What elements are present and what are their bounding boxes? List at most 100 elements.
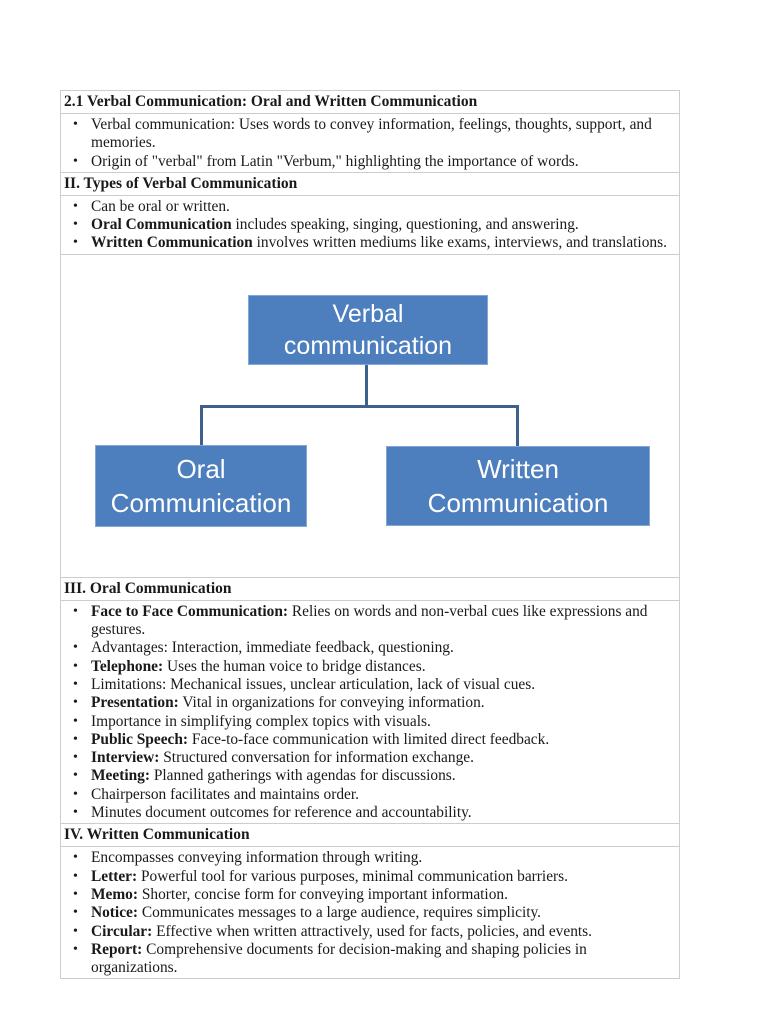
bullet-text: Comprehensive documents for decision-mak…: [91, 940, 587, 977]
bullet-lead: Circular:: [91, 922, 153, 940]
bullet-lead: Oral Communication: [91, 216, 232, 234]
section-header-iv: IV. Written Communication: [61, 824, 679, 848]
bullet-icon: •: [73, 750, 78, 766]
bullet-icon: •: [73, 786, 78, 802]
bullet-text: Importance in simplifying complex topics…: [91, 712, 431, 730]
section-header-text: II. Types of Verbal Communication: [64, 174, 298, 192]
section-header-iii: III. Oral Communication: [61, 578, 679, 601]
bullet-text: Can be oral or written.: [91, 197, 230, 215]
bullet-lead: Report:: [91, 940, 143, 958]
bullet-text: Advantages: Interaction, immediate feedb…: [91, 639, 454, 657]
section-header-2-1: 2.1 Verbal Communication: Oral and Writt…: [61, 91, 679, 114]
bullet-list-verbal-intro: • Verbal communication: Uses words to co…: [61, 114, 679, 173]
section-header-text: III. Oral Communication: [64, 579, 232, 597]
diagram-root-box: Verbal communication: [248, 294, 488, 365]
list-item: • Written Communication involves written…: [61, 234, 679, 252]
list-item: • Limitations: Mechanical issues, unclea…: [61, 676, 679, 694]
list-item: • Advantages: Interaction, immediate fee…: [61, 639, 679, 657]
diagram-canvas: Verbal communication Oral Communication …: [61, 254, 679, 578]
list-item: • Encompasses conveying information thro…: [61, 849, 679, 867]
bullet-icon: •: [73, 676, 78, 692]
bullet-text: Planned gatherings with agendas for disc…: [149, 767, 456, 785]
bullet-icon: •: [73, 886, 78, 902]
bullet-icon: •: [73, 603, 78, 619]
bullet-list-types: • Can be oral or written. • Oral Communi…: [61, 196, 679, 255]
bullet-text: Effective when written attractively, use…: [152, 922, 593, 940]
bullet-text: includes speaking, singing, questioning,…: [231, 216, 579, 234]
bullet-icon: •: [73, 923, 78, 939]
bullet-text: Minutes document outcomes for reference …: [91, 804, 472, 822]
bullet-icon: •: [73, 217, 78, 233]
list-item: • Oral Communication includes speaking, …: [61, 216, 679, 234]
list-item: • Memo: Shorter, concise form for convey…: [61, 886, 679, 904]
list-item: • Importance in simplifying complex topi…: [61, 713, 679, 731]
bullet-lead: Meeting:: [91, 767, 150, 785]
bullet-text: involves written mediums like exams, int…: [252, 234, 667, 252]
bullet-list-written: • Encompasses conveying information thro…: [61, 847, 679, 978]
bullet-list-oral: • Face to Face Communication: Relies on …: [61, 601, 679, 825]
list-item: • Meeting: Planned gatherings with agend…: [61, 767, 679, 785]
list-item: • Can be oral or written.: [61, 198, 679, 216]
bullet-lead: Memo:: [91, 885, 138, 903]
bullet-lead: Written Communication: [91, 234, 253, 252]
bullet-text: Communicates messages to a large audienc…: [138, 904, 542, 922]
bullet-icon: •: [73, 198, 78, 214]
bullet-icon: •: [73, 805, 78, 821]
diagram-connector-right-drop: [516, 404, 519, 446]
bullet-icon: •: [73, 905, 78, 921]
bullet-lead: Notice:: [91, 904, 138, 922]
bullet-icon: •: [73, 941, 78, 957]
diagram-oral-box: Oral Communication: [95, 444, 307, 527]
bullet-text: Uses the human voice to bridge distances…: [163, 657, 426, 675]
bullet-icon: •: [73, 235, 78, 251]
document-table: 2.1 Verbal Communication: Oral and Writt…: [60, 90, 680, 980]
list-item: • Telephone: Uses the human voice to bri…: [61, 658, 679, 676]
bullet-lead: Interview:: [91, 749, 160, 767]
bullet-text: Powerful tool for various purposes, mini…: [137, 867, 568, 885]
bullet-icon: •: [73, 153, 78, 169]
bullet-text: Encompasses conveying information throug…: [91, 849, 423, 867]
diagram-connector-left-drop: [200, 404, 203, 445]
list-item: • Circular: Effective when written attra…: [61, 923, 679, 941]
diagram-connector-stub: [365, 364, 368, 405]
bullet-lead: Presentation:: [91, 694, 179, 712]
bullet-text: Chairperson facilitates and maintains or…: [91, 785, 359, 803]
list-item: • Verbal communication: Uses words to co…: [61, 116, 679, 153]
bullet-text: Relies on words and non-verbal cues like…: [91, 602, 648, 639]
list-item: • Report: Comprehensive documents for de…: [61, 941, 679, 978]
bullet-text: Structured conversation for information …: [159, 749, 474, 767]
diagram-oral-label: Oral Communication: [110, 453, 292, 518]
bullet-icon: •: [73, 868, 78, 884]
bullet-lead: Public Speech:: [91, 730, 189, 748]
bullet-icon: •: [73, 768, 78, 784]
bullet-text: Vital in organizations for conveying inf…: [178, 694, 485, 712]
bullet-icon: •: [73, 640, 78, 656]
bullet-text: Face-to-face communication with limited …: [188, 730, 550, 748]
bullet-text: Origin of "verbal" from Latin "Verbum," …: [91, 152, 579, 170]
bullet-lead: Telephone:: [91, 657, 164, 675]
bullet-text: Shorter, concise form for conveying impo…: [138, 885, 508, 903]
section-header-text: IV. Written Communication: [64, 826, 250, 844]
bullet-icon: •: [73, 117, 78, 132]
diagram-root-label: Verbal communication: [283, 299, 453, 360]
bullet-lead: Letter:: [91, 867, 138, 885]
list-item: • Interview: Structured conversation for…: [61, 749, 679, 767]
bullet-icon: •: [73, 850, 78, 866]
diagram-written-label: Written Communication: [427, 453, 609, 518]
section-header-ii: II. Types of Verbal Communication: [61, 173, 679, 196]
bullet-icon: •: [73, 695, 78, 711]
list-item: • Letter: Powerful tool for various purp…: [61, 868, 679, 886]
list-item: • Origin of "verbal" from Latin "Verbum,…: [61, 153, 679, 171]
diagram-written-box: Written Communication: [386, 445, 650, 526]
bullet-icon: •: [73, 658, 78, 674]
list-item: • Public Speech: Face-to-face communicat…: [61, 731, 679, 749]
bullet-text: Verbal communication: Uses words to conv…: [91, 116, 652, 152]
bullet-text: Limitations: Mechanical issues, unclear …: [91, 675, 536, 693]
list-item: • Face to Face Communication: Relies on …: [61, 603, 679, 640]
bullet-icon: •: [73, 713, 78, 729]
list-item: • Minutes document outcomes for referenc…: [61, 804, 679, 822]
list-item: • Notice: Communicates messages to a lar…: [61, 904, 679, 922]
bullet-icon: •: [73, 731, 78, 747]
list-item: • Presentation: Vital in organizations f…: [61, 694, 679, 712]
bullet-lead: Face to Face Communication:: [91, 602, 289, 620]
